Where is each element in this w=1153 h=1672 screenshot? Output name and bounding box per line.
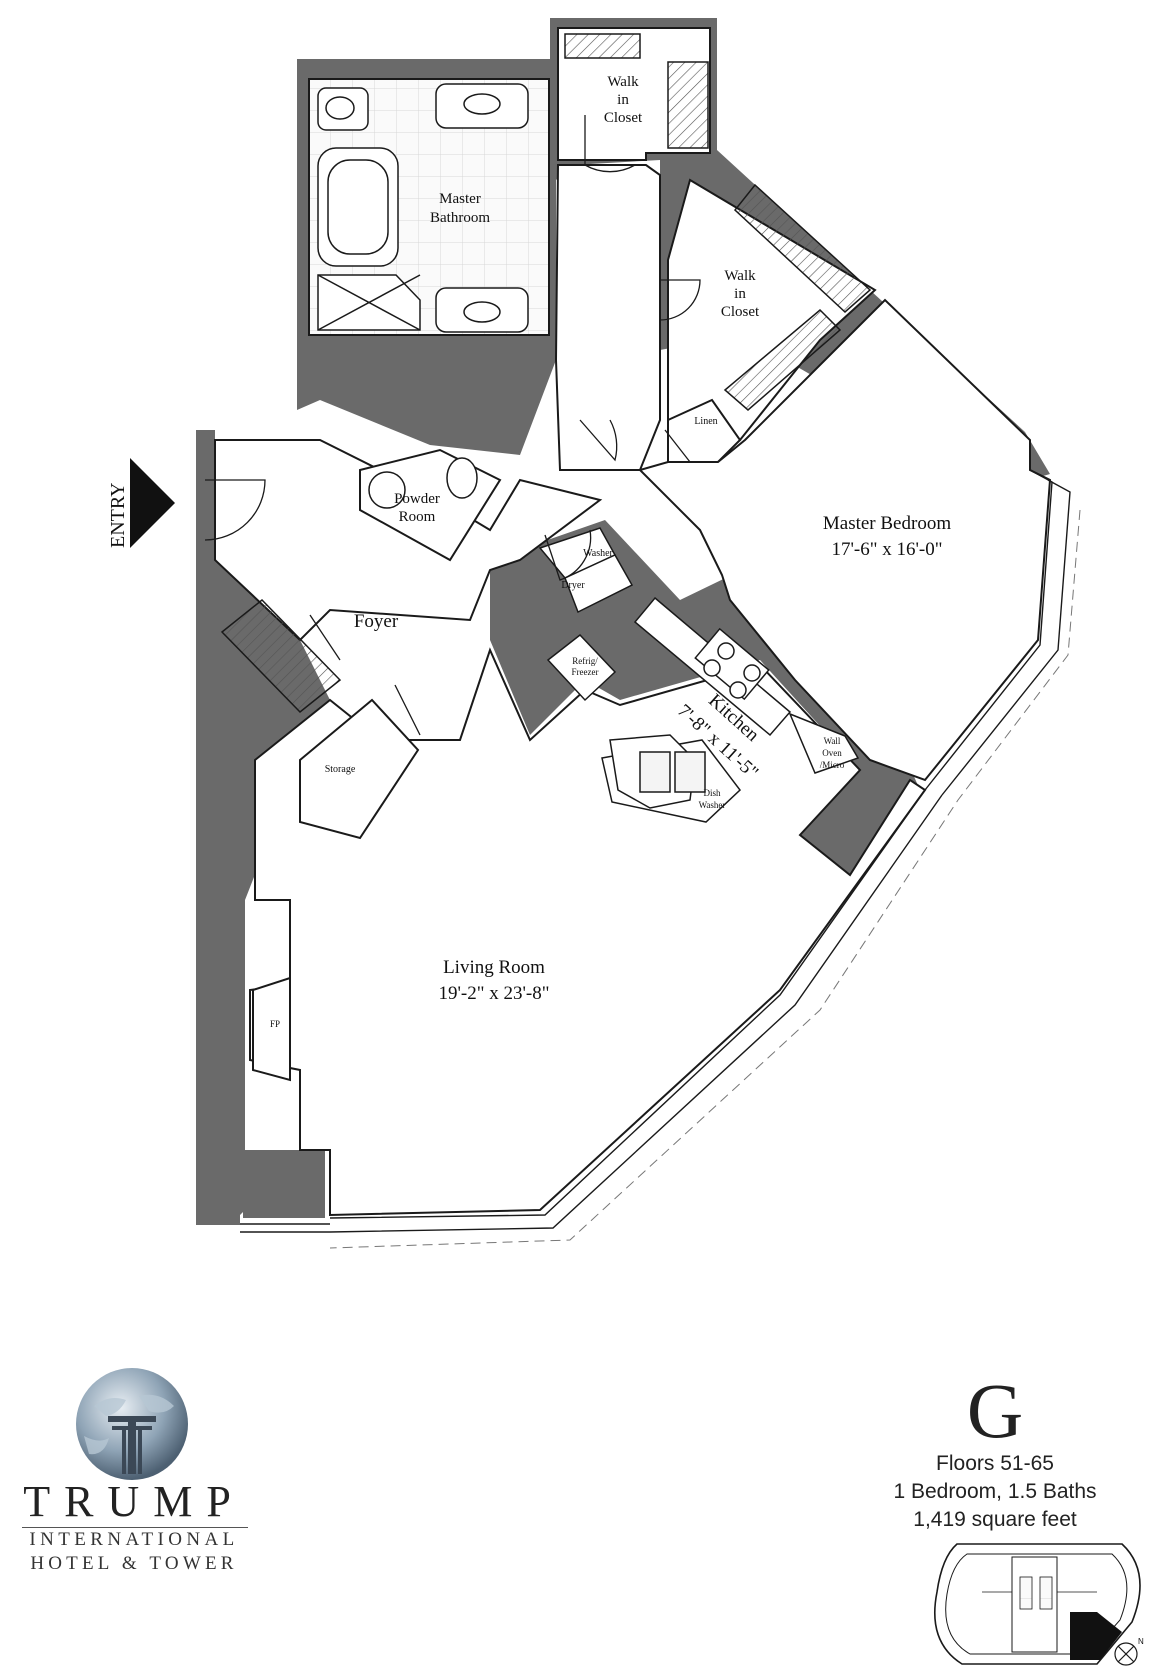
closet-1-label-line2: in xyxy=(617,92,629,108)
storage-closet xyxy=(299,698,420,840)
foyer-closet-shelving xyxy=(220,598,342,714)
unit-area: 1,419 square feet xyxy=(913,1508,1077,1531)
closet-1-label-line1: Walk xyxy=(607,74,639,90)
fireplace xyxy=(252,976,291,1082)
closet-shelving-2b xyxy=(723,308,842,411)
entry-arrow xyxy=(130,458,175,548)
bathroom-fixtures xyxy=(317,83,529,509)
dishwasher-label-line1: Dish xyxy=(703,788,721,798)
wall-oven-label-line3: /Micro xyxy=(820,760,845,770)
powder-room-label-line1: Powder xyxy=(394,491,440,507)
brand-name: TRUMP xyxy=(23,1477,245,1526)
unit-floors: Floors 51-65 xyxy=(936,1452,1054,1475)
master-bedroom-name: Master Bedroom xyxy=(823,513,951,534)
powder-room-label-line2: Room xyxy=(399,509,436,525)
door-swings xyxy=(204,115,701,736)
closet-shelving-1b xyxy=(564,33,641,59)
bathroom-label-line1: Master xyxy=(439,191,481,207)
brand-line2: HOTEL & TOWER xyxy=(30,1553,238,1574)
brand-line1: INTERNATIONAL xyxy=(29,1529,239,1550)
unit-beds-baths: 1 Bedroom, 1.5 Baths xyxy=(893,1480,1097,1503)
foyer-label: Foyer xyxy=(354,611,399,632)
closet-2-label-line2: in xyxy=(734,286,746,302)
unit-info: G Floors 51-65 1 Bedroom, 1.5 Baths 1,41… xyxy=(865,1372,1125,1534)
dryer-label: Dryer xyxy=(561,580,585,591)
dishwasher-label-line2: Washer xyxy=(699,800,726,810)
balcony-line xyxy=(329,509,1081,1249)
key-plan-unit-highlight xyxy=(1070,1612,1122,1660)
wall-oven-label-line2: Oven xyxy=(822,748,842,758)
bathroom-label-line2: Bathroom xyxy=(430,210,490,226)
master-bedroom-size: 17'-6" x 16'-0" xyxy=(831,539,942,560)
entry-label: ENTRY xyxy=(107,482,129,548)
storage-label: Storage xyxy=(325,764,356,775)
closet-1-label-line3: Closet xyxy=(604,110,643,126)
compass-north-label: N xyxy=(1138,1637,1144,1646)
window-wall xyxy=(240,469,1071,1233)
closet-shelving-2 xyxy=(733,183,872,314)
refrigerator-label-line2: Freezer xyxy=(572,667,599,677)
kitchen-fixtures xyxy=(538,527,860,823)
closet-2-label-line1: Walk xyxy=(724,268,756,284)
washer-label: Washer xyxy=(583,548,613,559)
closet-shelving-1 xyxy=(667,61,709,149)
trump-globe-logo xyxy=(76,1368,188,1480)
closet-2-label-line3: Closet xyxy=(721,304,760,320)
fireplace-label: FP xyxy=(270,1019,280,1029)
living-room-size: 19'-2" x 23'-8" xyxy=(438,983,549,1004)
unit-letter: G xyxy=(966,1367,1024,1454)
linen-label: Linen xyxy=(694,416,717,427)
living-room-name: Living Room xyxy=(443,957,545,978)
wall-oven-label-line1: Wall xyxy=(824,736,841,746)
key-plan: N xyxy=(934,1543,1144,1666)
brand-divider xyxy=(22,1527,248,1528)
refrigerator-label-line1: Refrig/ xyxy=(572,656,598,666)
